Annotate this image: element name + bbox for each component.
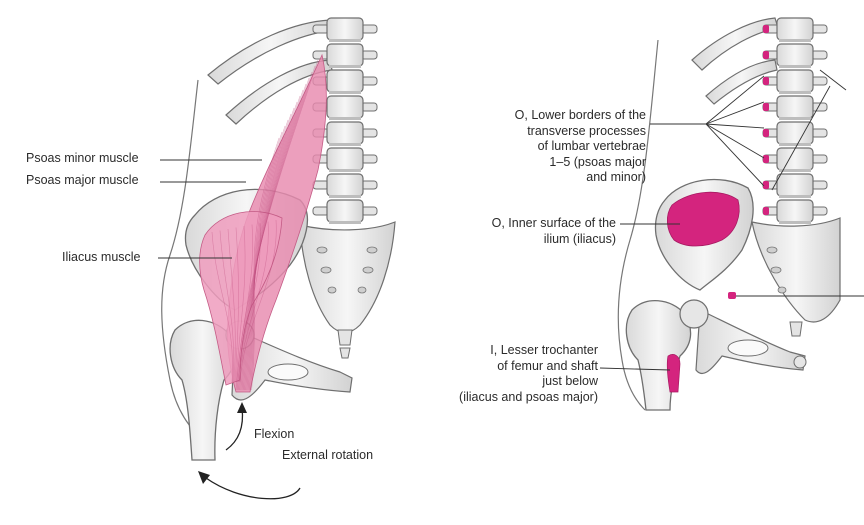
transverse-process-origin: [763, 77, 769, 85]
intervertebral-disc: [329, 143, 361, 146]
muscle-fibers: [211, 59, 319, 391]
psoas-fiber: [250, 131, 283, 391]
intervertebral-disc: [779, 91, 811, 94]
iliacus-fiber: [238, 221, 269, 383]
origin-lumbar-label: O, Lower borders of the transverse proce…: [514, 108, 646, 184]
psoas-fiber: [244, 101, 298, 391]
pubic-tubercle-right: [793, 355, 807, 369]
psoas-minor-label: Psoas minor muscle: [26, 151, 139, 165]
intervertebral-disc: [329, 195, 361, 198]
sacral-foramina-right: [766, 246, 787, 294]
vertebra: [326, 43, 364, 67]
coccyx-right: [789, 321, 803, 337]
vertebra: [776, 17, 814, 41]
vertebra: [776, 147, 814, 171]
psoas-fiber: [236, 65, 316, 391]
lumbar-spine-left: [312, 17, 378, 224]
transverse-process-origin: [763, 181, 769, 189]
psoas-fiber: [246, 113, 292, 391]
iliacus-fiber: [236, 224, 253, 383]
iliacus-fiber: [219, 230, 235, 383]
iliacus-muscle: [199, 211, 283, 386]
iliacus-label: Iliacus muscle: [62, 250, 141, 264]
left-illustration: [158, 17, 396, 500]
iliacus-fiber: [211, 231, 233, 383]
vertebra: [326, 121, 364, 145]
intervertebral-disc: [779, 39, 811, 42]
sacral-foramina-left: [316, 246, 378, 294]
insertion-trochanter-label: I, Lesser trochanter of femur and shaft …: [459, 343, 598, 404]
intervertebral-disc: [779, 65, 811, 68]
intervertebral-disc: [329, 65, 361, 68]
external-rotation-arrow: [205, 477, 301, 500]
intervertebral-disc: [329, 39, 361, 42]
lumbar-spine-right: [762, 17, 828, 224]
obturator-foramen-left: [267, 363, 309, 381]
right-illustration: [599, 17, 864, 411]
psoas-fiber: [240, 83, 307, 391]
flexion-label: Flexion: [254, 427, 295, 441]
psoas-fiber: [251, 137, 280, 391]
psoas-major-label: Psoas major muscle: [26, 173, 139, 187]
origin-ilium-label: O, Inner surface of the ilium (iliacus): [491, 216, 616, 246]
vertebra: [776, 199, 814, 223]
coccyx-left: [337, 329, 353, 359]
femoral-head-right: [679, 299, 709, 329]
pectineal-attachment: [728, 292, 736, 299]
transverse-process-origin: [763, 25, 769, 33]
psoas-fiber: [235, 59, 319, 391]
flexion-arrowhead: [237, 402, 247, 413]
psoas-fiber: [241, 89, 304, 391]
vertebra: [776, 43, 814, 67]
vertebra: [326, 95, 364, 119]
psoas-fiber: [239, 77, 310, 391]
iliacus-fiber: [237, 222, 261, 383]
iliacus-fiber: [235, 225, 246, 383]
vertebra: [776, 95, 814, 119]
body-outline-right: [617, 39, 659, 411]
vertebra: [776, 173, 814, 197]
body-outline-left: [161, 79, 206, 441]
transverse-process-origin: [763, 129, 769, 137]
intervertebral-disc: [329, 169, 361, 172]
ilium-origin-area: [666, 191, 740, 247]
vertebra: [326, 199, 364, 223]
vertebra: [326, 147, 364, 171]
intervertebral-disc: [329, 91, 361, 94]
intervertebral-disc: [779, 221, 811, 224]
external-rotation-arrowhead: [198, 471, 210, 484]
psoas-fiber: [247, 119, 289, 391]
rib-lower-right: [705, 59, 778, 105]
vertebra: [326, 17, 364, 41]
intervertebral-disc: [779, 195, 811, 198]
psoas-fiber: [242, 95, 301, 391]
psoas-fiber: [238, 71, 313, 391]
intervertebral-disc: [329, 117, 361, 120]
psoas-fiber: [248, 125, 286, 391]
leader-lines-left: [158, 159, 262, 259]
vertebra: [776, 69, 814, 93]
leader-lines-right: [599, 69, 864, 371]
iliacus-fiber: [234, 227, 239, 383]
transverse-process-origin: [763, 51, 769, 59]
transverse-process-origin: [763, 103, 769, 111]
transverse-process-origin: [763, 207, 769, 215]
external-rotation-label: External rotation: [282, 448, 374, 462]
intervertebral-disc: [779, 117, 811, 120]
iliacus-fiber: [227, 228, 236, 383]
lesser-trochanter-insertion: [666, 354, 681, 393]
iliacus-fiber: [239, 219, 277, 383]
psoas-fiber: [245, 107, 295, 391]
sacrum-right: [751, 217, 841, 323]
vertebra: [326, 69, 364, 93]
flexion-arrow: [225, 407, 244, 451]
sacrum-left: [299, 221, 396, 334]
intervertebral-disc: [779, 143, 811, 146]
obturator-foramen-right: [727, 339, 769, 357]
vertebra: [326, 173, 364, 197]
transverse-process-origin: [763, 155, 769, 163]
intervertebral-disc: [329, 221, 361, 224]
intervertebral-disc: [779, 169, 811, 172]
